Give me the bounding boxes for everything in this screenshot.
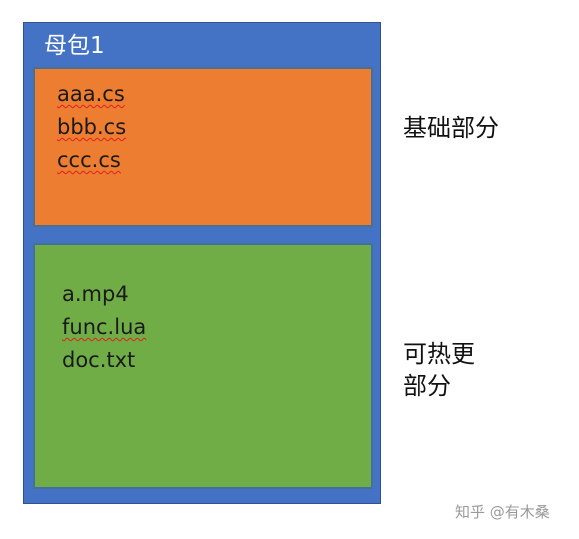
file-item: func.lua bbox=[62, 311, 146, 344]
watermark: 知乎 @有木桑 bbox=[455, 503, 550, 521]
base-file-list: aaa.cs bbb.cs ccc.cs bbox=[57, 78, 126, 177]
hot-update-section-label: 可热更 部分 bbox=[403, 338, 475, 402]
base-section-label: 基础部分 bbox=[403, 114, 499, 142]
file-name: ccc.cs bbox=[57, 148, 121, 172]
package-title: 母包1 bbox=[44, 33, 105, 59]
file-item: ccc.cs bbox=[57, 144, 126, 177]
hot-update-label-line-2: 部分 bbox=[403, 372, 451, 400]
file-name: a.mp4 bbox=[62, 282, 129, 306]
hot-update-section-box: a.mp4 func.lua doc.txt bbox=[33, 243, 373, 489]
file-item: bbb.cs bbox=[57, 111, 126, 144]
hot-update-label-line-1: 可热更 bbox=[403, 340, 475, 368]
file-item: a.mp4 bbox=[62, 278, 146, 311]
base-section-box: aaa.cs bbb.cs ccc.cs bbox=[33, 67, 373, 227]
mother-package-container: 母包1 aaa.cs bbb.cs ccc.cs a.mp4 func.lua … bbox=[23, 22, 381, 504]
file-item: doc.txt bbox=[62, 344, 146, 377]
file-item: aaa.cs bbox=[57, 78, 126, 111]
file-name: bbb.cs bbox=[57, 115, 127, 139]
file-name: doc.txt bbox=[62, 348, 136, 372]
hot-update-file-list: a.mp4 func.lua doc.txt bbox=[62, 278, 146, 377]
file-name: aaa.cs bbox=[57, 82, 125, 106]
file-name: func.lua bbox=[62, 315, 147, 339]
